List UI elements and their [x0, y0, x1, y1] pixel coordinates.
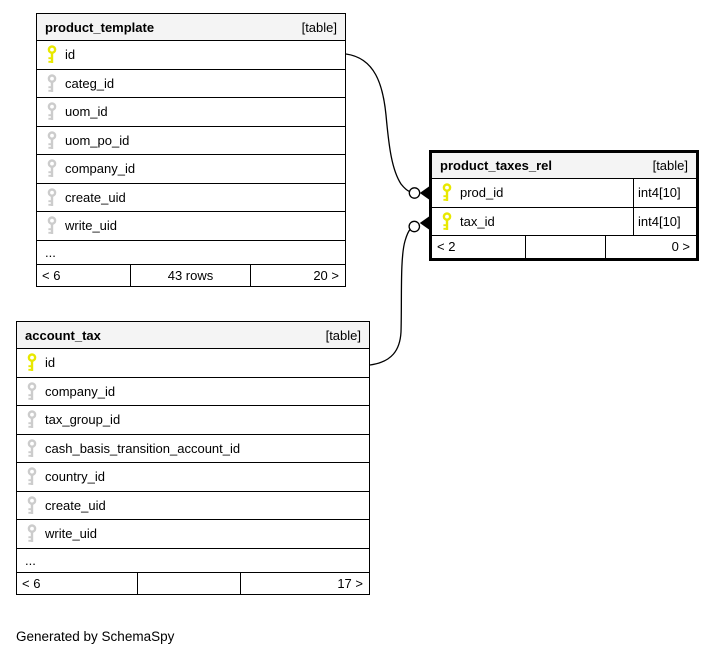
foreign-key-icon: [47, 188, 57, 206]
column-row-create_uid: create_uid: [37, 182, 345, 211]
footer-related-left: < 6: [42, 267, 61, 283]
column-name: write_uid: [45, 526, 98, 542]
column-name: create_uid: [45, 497, 106, 513]
column-row-tax_id: tax_id int4[10]: [432, 206, 696, 235]
column-row-country_id: country_id: [17, 462, 369, 491]
footer-related-left: < 2: [437, 239, 456, 255]
primary-key-icon: [442, 183, 452, 202]
primary-key-icon: [47, 45, 57, 64]
table-kind-label: [table]: [652, 158, 688, 173]
foreign-key-icon: [27, 382, 37, 400]
foreign-key-icon: [27, 524, 37, 543]
column-type: int4[10]: [633, 207, 696, 235]
foreign-key-icon: [27, 410, 37, 429]
table-footer: < 2 0 >: [432, 235, 696, 258]
footer-row-count: 43 rows: [130, 264, 250, 286]
column-row-uom_po_id: uom_po_id: [37, 125, 345, 154]
column-name: country_id: [45, 469, 105, 485]
column-row-id: id: [37, 40, 345, 69]
footer-row-count: [525, 236, 605, 258]
foreign-key-icon: [27, 467, 37, 486]
column-name: write_uid: [65, 218, 118, 234]
column-name: cash_basis_transition_account_id: [45, 440, 241, 456]
column-row-write_uid: write_uid: [37, 211, 345, 240]
foreign-key-icon: [47, 159, 57, 178]
column-row-uom_id: uom_id: [37, 97, 345, 126]
table-kind-label: [table]: [325, 327, 361, 343]
footer-row-count: [137, 572, 240, 594]
column-row-prod_id: prod_id int4[10]: [432, 178, 696, 207]
primary-key-icon: [442, 212, 452, 230]
table-header[interactable]: product_taxes_rel [table]: [432, 153, 696, 178]
footer-related-right: 17 >: [240, 572, 368, 594]
column-name: tax_group_id: [45, 412, 121, 428]
foreign-key-icon: [47, 216, 57, 235]
table-account_tax[interactable]: account_tax [table] id company_id tax_group_…: [16, 321, 370, 595]
more-columns-ellipsis: ...: [37, 239, 345, 264]
column-name: uom_id: [65, 104, 108, 120]
column-name: tax_id: [460, 213, 495, 229]
column-row-cash_basis_transition_account_id: cash_basis_transition_account_id: [17, 433, 369, 462]
column-name: create_uid: [65, 189, 126, 205]
column-name: uom_po_id: [65, 132, 130, 148]
foreign-key-icon: [27, 439, 37, 457]
column-name: id: [45, 355, 56, 371]
more-columns-ellipsis: ...: [17, 547, 369, 572]
column-name: company_id: [65, 161, 136, 177]
column-row-company_id: company_id: [37, 154, 345, 183]
table-footer: < 6 17 >: [17, 571, 369, 594]
column-row-create_uid: create_uid: [17, 490, 369, 519]
table-name[interactable]: account_tax: [25, 327, 101, 343]
table-name[interactable]: product_template: [45, 19, 155, 35]
column-name: prod_id: [460, 185, 504, 201]
primary-key-icon: [27, 353, 37, 372]
foreign-key-icon: [47, 131, 57, 149]
foreign-key-icon: [27, 496, 37, 514]
generated-by-note: Generated by SchemaSpy: [16, 629, 175, 644]
column-name: company_id: [45, 383, 116, 399]
table-kind-label: [table]: [301, 19, 337, 35]
column-row-tax_group_id: tax_group_id: [17, 405, 369, 434]
column-name: id: [65, 47, 76, 63]
column-row-company_id: company_id: [17, 376, 369, 405]
table-header[interactable]: product_template [table]: [37, 14, 345, 40]
column-row-write_uid: write_uid: [17, 519, 369, 548]
footer-related-left: < 6: [22, 575, 41, 591]
column-row-id: id: [17, 348, 369, 377]
footer-related-right: 20 >: [250, 264, 344, 286]
table-name[interactable]: product_taxes_rel: [440, 158, 552, 173]
table-header[interactable]: account_tax [table]: [17, 322, 369, 348]
column-row-categ_id: categ_id: [37, 68, 345, 97]
foreign-key-icon: [47, 74, 57, 92]
column-type: int4[10]: [633, 179, 696, 207]
foreign-key-icon: [47, 102, 57, 121]
column-name: categ_id: [65, 75, 115, 91]
footer-related-right: 0 >: [605, 236, 695, 258]
